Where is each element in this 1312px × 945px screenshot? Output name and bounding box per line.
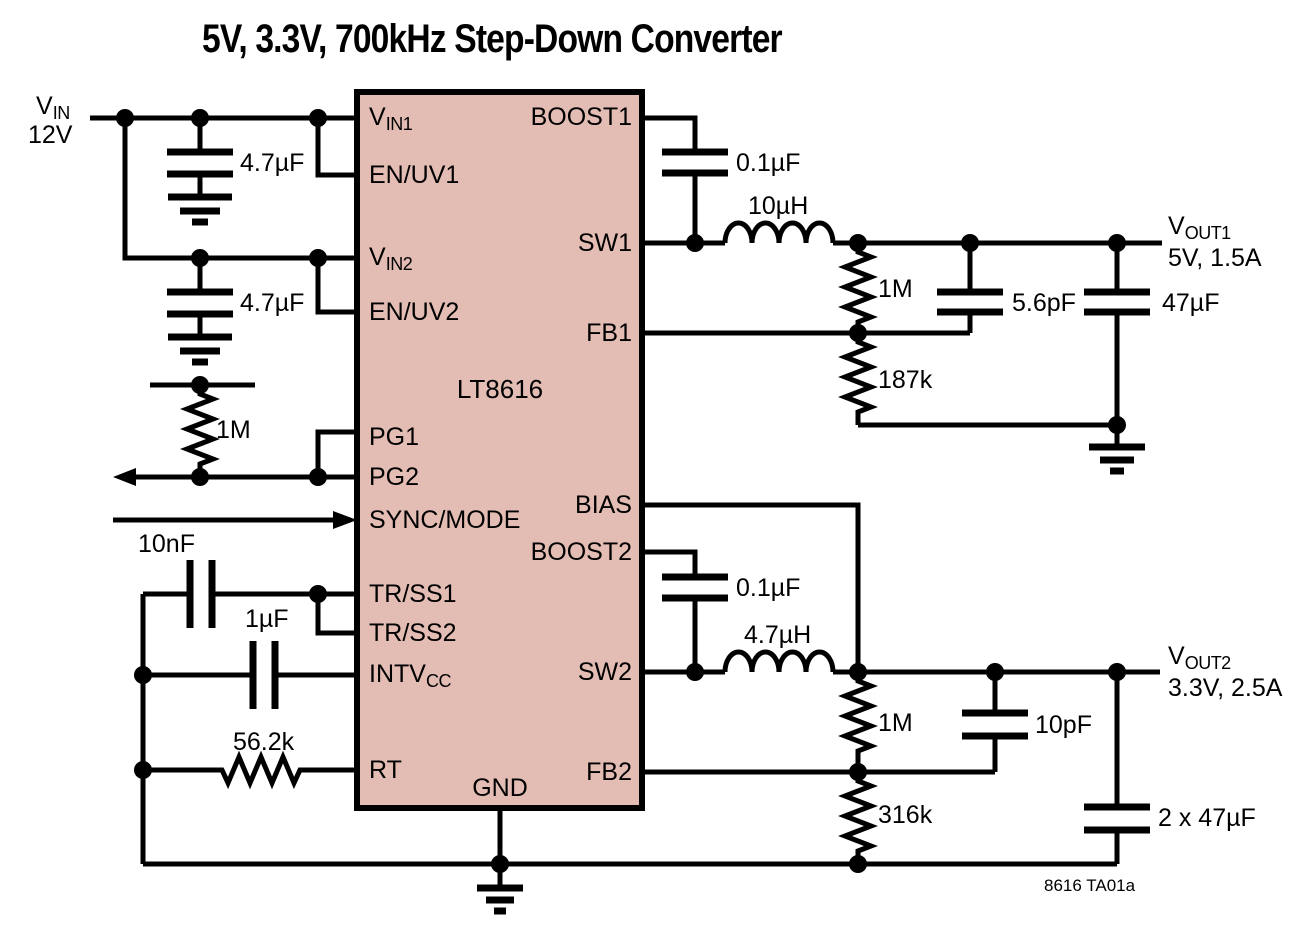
resistor-rfb1-bot: [838, 333, 1117, 428]
ground-symbol: [168, 333, 232, 366]
capacitor-cout1: [1084, 243, 1150, 475]
inductor-l1: [642, 220, 1162, 246]
ground-rails: [140, 594, 1117, 867]
pin-sw1: SW1: [577, 229, 632, 257]
resistor-rfb2-bot: [838, 772, 878, 864]
ic-body: [354, 89, 645, 811]
wire-pg1: [315, 429, 357, 477]
capacitor-cboost1: [642, 115, 728, 243]
value-cboost1: 0.1µF: [736, 149, 801, 177]
value-cintvcc: 1µF: [245, 605, 289, 633]
vout1-port-value: 5V, 1.5A: [1168, 244, 1262, 272]
vout1-port-label: VOUT1: [1168, 212, 1231, 243]
value-cff2: 10pF: [1035, 711, 1092, 739]
resistor-rt: [143, 750, 357, 790]
arrow-left-icon: [113, 468, 136, 486]
pin-fb1: FB1: [586, 319, 632, 347]
capacitor-cin1: [167, 118, 233, 226]
pin-vin1: VIN1: [369, 103, 413, 134]
junction-dots: [116, 109, 1126, 873]
inductor-l2: [642, 649, 1160, 675]
wire-trss2: [315, 594, 357, 636]
value-rfb2-bot: 316k: [878, 801, 933, 829]
ground-symbol: [168, 193, 232, 226]
arrow-right-icon: [333, 511, 357, 529]
wire-enuv1: [315, 118, 357, 178]
value-rpg: 1M: [216, 416, 251, 444]
vin-port-label: VIN: [36, 92, 70, 123]
vin-port-value: 12V: [28, 121, 73, 149]
value-cout2: 2 x 47µF: [1158, 804, 1256, 832]
wire-vin2-rail: [122, 118, 357, 261]
pin-bias: BIAS: [575, 491, 632, 519]
pin-fb2: FB2: [586, 758, 632, 786]
value-cin1: 4.7µF: [240, 149, 305, 177]
ic-name: LT8616: [456, 374, 544, 404]
value-l2: 4.7µH: [744, 621, 812, 649]
wire-enuv2: [315, 258, 357, 315]
capacitor-cff2: [962, 672, 1028, 772]
page-title: 5V, 3.3V, 700kHz Step-Down Converter: [202, 17, 783, 61]
pin-vin2: VIN2: [369, 243, 413, 274]
ground-symbol: [1089, 443, 1145, 475]
ground-symbol: [477, 884, 523, 915]
pin-pg2: PG2: [369, 463, 420, 491]
capacitor-cout2: [1084, 672, 1150, 864]
capacitor-cintvcc: [143, 641, 357, 709]
value-css: 10nF: [138, 530, 195, 558]
capacitor-cboost2: [642, 549, 728, 672]
capacitor-cff1: [937, 243, 1003, 333]
resistor-rfb2-top: [838, 672, 878, 772]
value-rt: 56.2k: [233, 728, 295, 756]
value-rfb1-bot: 187k: [878, 366, 933, 394]
pin-syncmode: SYNC/MODE: [369, 506, 521, 534]
value-cout1: 47µF: [1162, 289, 1220, 317]
sync-wire: [113, 511, 357, 529]
pin-sw2: SW2: [577, 658, 632, 686]
vout2-port-value: 3.3V, 2.5A: [1168, 674, 1283, 702]
pin-enuv1: EN/UV1: [369, 161, 460, 189]
value-l1: 10µH: [748, 192, 809, 220]
pin-gnd: GND: [472, 774, 528, 802]
pin-trss2: TR/SS2: [369, 619, 457, 647]
pin-pg1: PG1: [369, 423, 420, 451]
value-cin2: 4.7µF: [240, 289, 305, 317]
value-rfb1-top: 1M: [878, 275, 913, 303]
figure-note: 8616 TA01a: [1044, 876, 1136, 895]
wire-bias: [642, 502, 861, 672]
capacitor-cin2: [167, 258, 233, 366]
vout2-port-label: VOUT2: [1168, 642, 1231, 673]
value-cff1: 5.6pF: [1012, 289, 1076, 317]
pin-intvcc: INTVCC: [369, 660, 451, 691]
capacitor-css: [143, 560, 357, 636]
pin-rt: RT: [369, 756, 402, 784]
pin-boost1: BOOST1: [530, 103, 632, 131]
pin-enuv2: EN/UV2: [369, 298, 460, 326]
value-cboost2: 0.1µF: [736, 574, 801, 602]
resistor-rfb1-top: [838, 243, 878, 333]
pin-boost2: BOOST2: [530, 538, 632, 566]
pin-trss1: TR/SS1: [369, 580, 457, 608]
value-rfb2-top: 1M: [878, 709, 913, 737]
input-wires: [90, 115, 357, 315]
gnd-pin-wire: [477, 808, 523, 915]
